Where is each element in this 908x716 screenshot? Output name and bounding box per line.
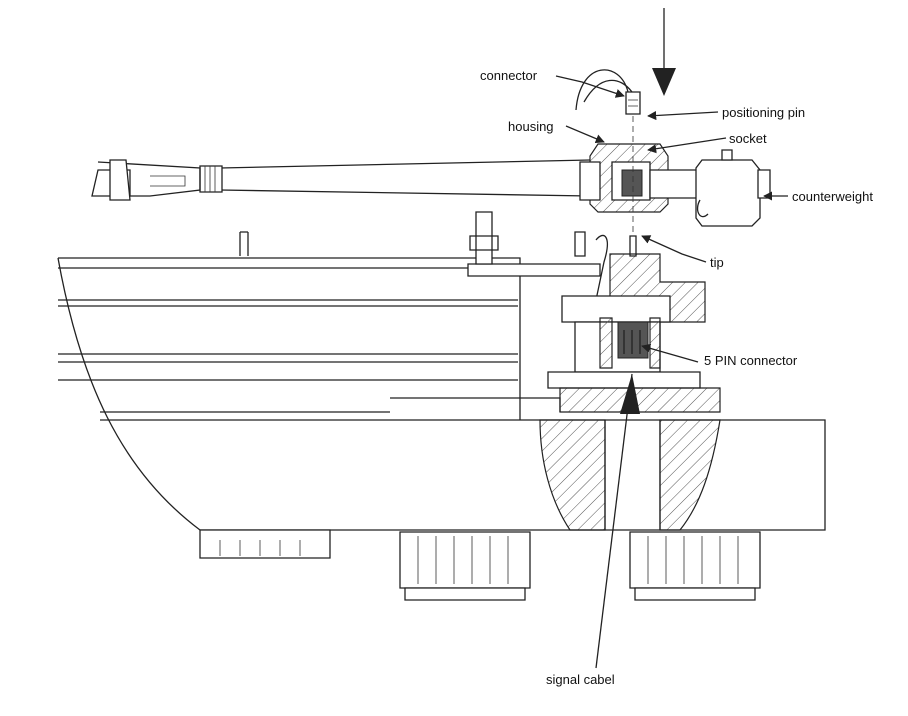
tonearm bbox=[91, 159, 591, 201]
label-counterweight: counterweight bbox=[792, 189, 873, 204]
insertion-arrow bbox=[652, 8, 676, 96]
counterweight-part bbox=[695, 149, 771, 227]
label-5-pin-connector: 5 PIN connector bbox=[704, 353, 798, 368]
label-housing: housing bbox=[508, 119, 554, 134]
housing bbox=[579, 143, 701, 213]
leader-lines bbox=[555, 75, 788, 669]
label-positioning-pin: positioning pin bbox=[722, 105, 806, 120]
tonearm-base bbox=[547, 231, 721, 413]
label-connector: connector bbox=[480, 68, 538, 83]
armrest bbox=[467, 211, 608, 301]
label-signal-cable: signal cabel bbox=[546, 672, 615, 687]
label-socket: socket bbox=[729, 131, 767, 146]
turntable-plinth bbox=[57, 231, 826, 531]
connector-plug bbox=[575, 69, 641, 115]
feet bbox=[199, 529, 761, 601]
label-tip: tip bbox=[710, 255, 724, 270]
plinth-section bbox=[539, 419, 721, 531]
